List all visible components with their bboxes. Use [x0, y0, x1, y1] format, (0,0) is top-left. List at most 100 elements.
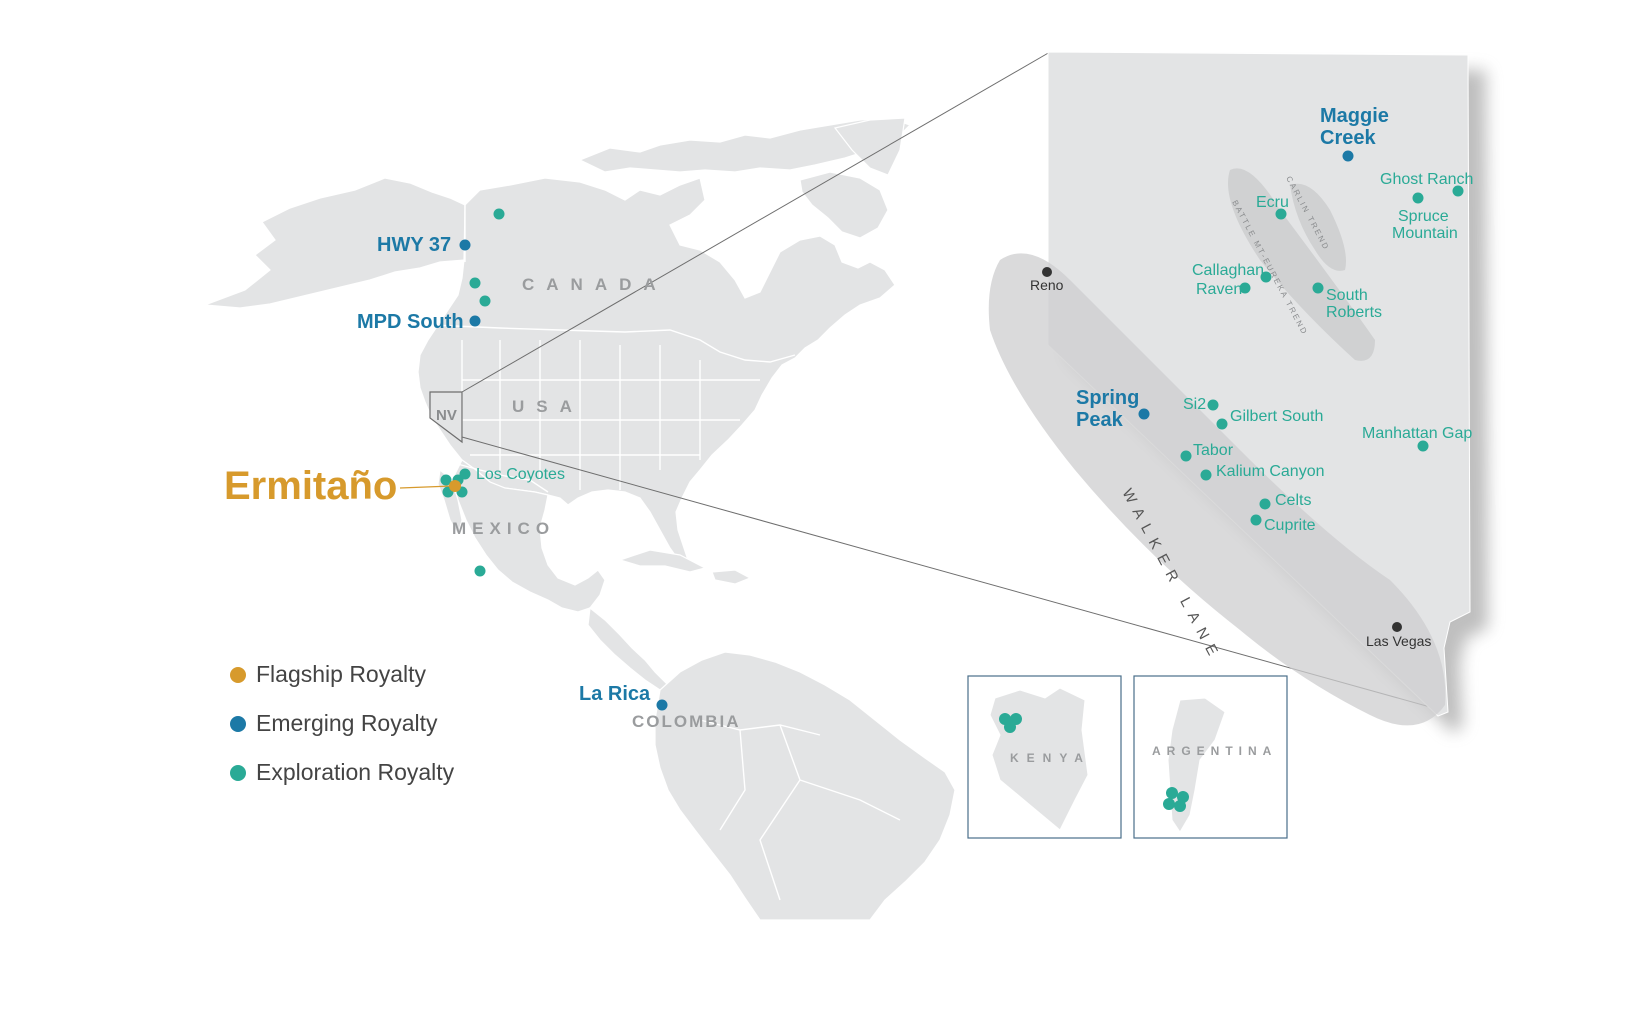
marker-los-coyotes[interactable] — [459, 468, 471, 480]
cuba — [618, 549, 707, 573]
marker-celts[interactable] — [1259, 498, 1271, 510]
legend-label-exploration: Exploration Royalty — [256, 759, 455, 785]
marker-ermitano[interactable] — [449, 480, 461, 492]
marker-si2[interactable] — [1207, 399, 1219, 411]
marker-tabor[interactable] — [1180, 450, 1192, 462]
marker-exploration[interactable] — [469, 277, 481, 289]
south-america-shape — [654, 651, 956, 921]
legend-item-emerging: Emerging Royalty — [230, 699, 454, 748]
argentina-label: ARGENTINA — [1152, 744, 1277, 758]
map-legend: Flagship Royalty Emerging Royalty Explor… — [230, 650, 454, 797]
marker-exploration[interactable] — [474, 565, 486, 577]
ermitano-label: Ermitaño — [224, 464, 397, 508]
baffin-island — [799, 171, 889, 239]
south-america-landmass — [654, 651, 956, 921]
marker-exploration[interactable] — [493, 208, 505, 220]
marker-exploration[interactable] — [440, 474, 452, 486]
reno-label: Reno — [1030, 277, 1064, 293]
legend-dot-exploration — [230, 764, 246, 781]
marker-ecru[interactable] — [1275, 208, 1287, 220]
marker-argentina[interactable] — [1163, 798, 1175, 810]
us-state-lines — [461, 340, 760, 490]
marker-hwy37[interactable] — [459, 239, 471, 251]
battle-mt-trend-band — [1228, 168, 1375, 361]
marker-exploration[interactable] — [479, 295, 491, 307]
marker-kenya[interactable] — [1004, 721, 1016, 733]
spring-peak-label-line1: Spring — [1076, 387, 1139, 409]
exploration-markers — [440, 185, 1464, 812]
usa-label: USA — [512, 397, 584, 416]
canada-usa-border — [431, 324, 796, 363]
celts-label: Celts — [1275, 492, 1311, 509]
nevada-inset: CARLIN TREND BATTLE MT-EUREKA TREND WALK… — [988, 51, 1488, 733]
nv-label: NV — [436, 407, 457, 424]
manhattan-gap-label: Manhattan Gap — [1362, 425, 1472, 442]
nevada-outline — [429, 391, 463, 444]
marker-spring-peak[interactable] — [1138, 408, 1150, 420]
legend-item-flagship: Flagship Royalty — [230, 650, 454, 699]
tabor-label: Tabor — [1193, 442, 1234, 459]
kalium-canyon-label: Kalium Canyon — [1216, 463, 1325, 480]
maggie-creek-label-line2: Creek — [1320, 127, 1376, 149]
marker-ghost-ranch[interactable] — [1452, 185, 1464, 197]
marker-argentina[interactable] — [1166, 787, 1178, 799]
legend-dot-emerging — [230, 715, 246, 732]
kenya-label: KENYA — [1010, 751, 1091, 765]
south-america-borders — [699, 719, 901, 901]
marker-gilbert-south[interactable] — [1216, 418, 1228, 430]
south-roberts-label-line1: South — [1326, 287, 1368, 304]
hispaniola — [711, 569, 752, 585]
usa-mexico-border — [449, 461, 549, 493]
si2-label: Si2 — [1183, 396, 1206, 413]
canada-label: CANADA — [522, 275, 668, 294]
callaghan-label: Callaghan — [1192, 262, 1264, 279]
marker-argentina[interactable] — [1174, 800, 1186, 812]
zoom-connector-lines — [461, 51, 1449, 713]
marker-reno — [1042, 267, 1052, 277]
hwy37-label: HWY 37 — [377, 234, 451, 256]
marker-callaghan[interactable] — [1260, 271, 1272, 283]
argentina-inset: ARGENTINA — [1133, 675, 1288, 839]
marker-manhattan-gap[interactable] — [1417, 440, 1429, 452]
legend-dot-flagship — [230, 666, 246, 683]
emerging-markers — [459, 150, 1354, 711]
marker-las-vegas — [1392, 622, 1402, 632]
marker-south-roberts[interactable] — [1312, 282, 1324, 294]
spruce-mountain-label-line2: Mountain — [1392, 225, 1458, 242]
marker-raven[interactable] — [1239, 282, 1251, 294]
legend-label-flagship: Flagship Royalty — [256, 661, 427, 687]
greenland-edge — [833, 117, 906, 176]
alaska-shape — [204, 177, 466, 309]
spring-peak-label-line2: Peak — [1076, 409, 1124, 431]
la-rica-label: La Rica — [579, 683, 651, 705]
marker-maggie-creek[interactable] — [1342, 150, 1354, 162]
legend-item-exploration: Exploration Royalty — [230, 748, 454, 797]
marker-spruce-mountain[interactable] — [1412, 192, 1424, 204]
kenya-inset: KENYA — [967, 675, 1122, 839]
mexico-label: MEXICO — [452, 519, 555, 538]
central-america — [587, 606, 669, 691]
ecru-label: Ecru — [1256, 194, 1289, 211]
spruce-mountain-label-line1: Spruce — [1398, 208, 1449, 225]
canada-usa-shape — [417, 177, 896, 563]
los-coyotes-label: Los Coyotes — [476, 466, 565, 483]
ermitano-leader-line — [399, 485, 453, 489]
carlin-trend-band — [1290, 183, 1346, 271]
mpd-south-label: MPD South — [357, 311, 464, 333]
north-america-landmass — [204, 117, 912, 691]
legend-label-emerging: Emerging Royalty — [256, 710, 438, 736]
marker-mpd-south[interactable] — [469, 315, 481, 327]
las-vegas-label: Las Vegas — [1366, 633, 1431, 649]
marker-kalium-canyon[interactable] — [1200, 469, 1212, 481]
hudson-bay — [720, 225, 775, 282]
maggie-creek-label-line1: Maggie — [1320, 105, 1389, 127]
marker-cuprite[interactable] — [1250, 514, 1262, 526]
raven-label: Raven — [1196, 281, 1242, 298]
ghost-ranch-label: Ghost Ranch — [1380, 171, 1473, 188]
walker-lane-band — [988, 253, 1446, 726]
cuprite-label: Cuprite — [1264, 517, 1316, 534]
marker-la-rica[interactable] — [656, 699, 668, 711]
mexico-shape — [451, 459, 606, 613]
colombia-label: COLOMBIA — [632, 712, 741, 731]
